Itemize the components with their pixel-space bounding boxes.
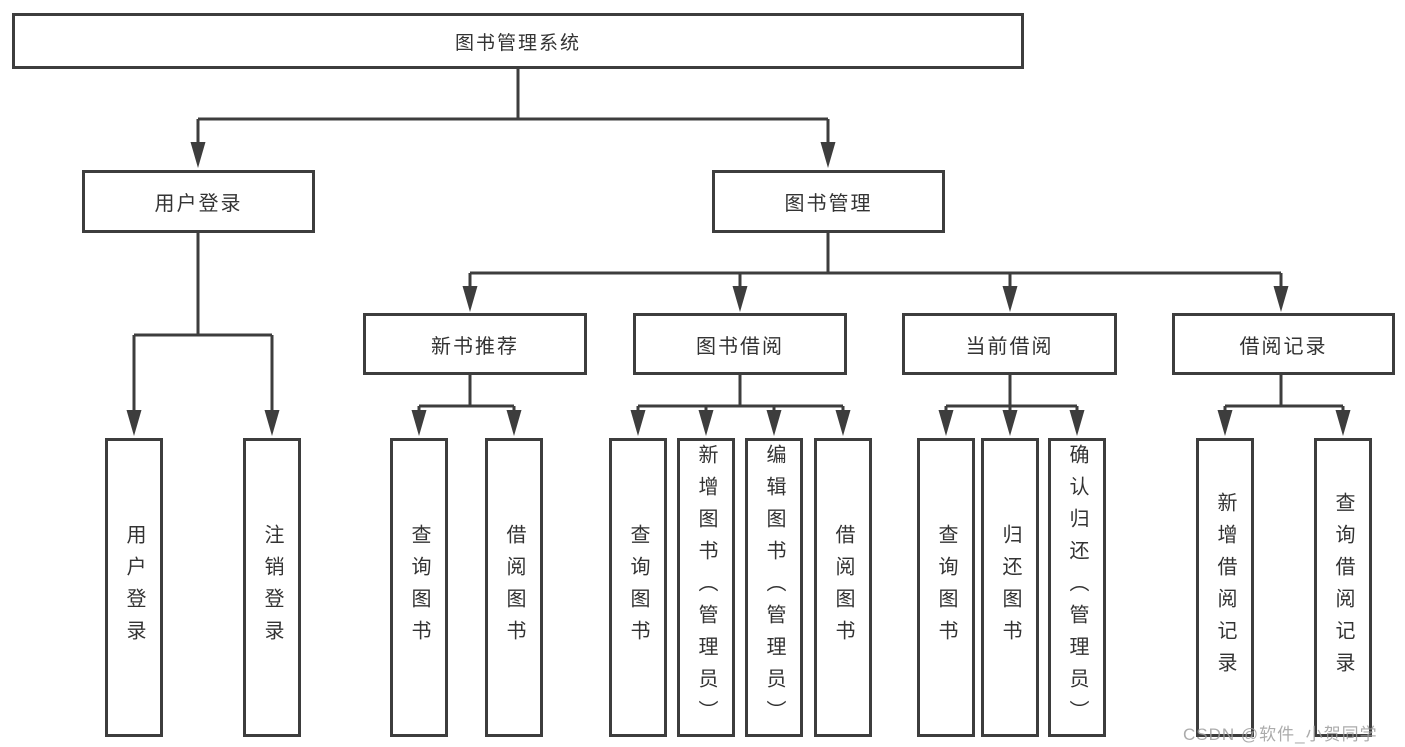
node-label: 查询图书: [627, 523, 649, 652]
node-current-borrowing: 当前借阅: [902, 313, 1117, 375]
arrow-down-icon: [1069, 410, 1085, 436]
leaf-query-borrow-record: 查询借阅记录: [1314, 438, 1372, 737]
node-label: 查询图书: [935, 523, 957, 652]
leaf-add-book-admin: 新增图书（管理员）: [677, 438, 735, 737]
node-book-management: 图书管理: [712, 170, 945, 233]
arrow-down-icon: [1335, 410, 1351, 436]
node-label: 用户登录: [123, 523, 145, 652]
arrow-down-icon: [1217, 410, 1233, 436]
leaf-return-book: 归还图书: [981, 438, 1039, 737]
arrow-down-icon: [766, 410, 782, 436]
node-label: 归还图书: [999, 523, 1021, 652]
node-label: 新书推荐: [431, 335, 519, 358]
leaf-edit-book-admin: 编辑图书（管理员）: [745, 438, 803, 737]
leaf-add-borrow-record: 新增借阅记录: [1196, 438, 1254, 737]
node-label: 编辑图书（管理员）: [763, 443, 785, 732]
node-label: 图书管理: [784, 193, 873, 215]
node-label: 借阅图书: [832, 523, 854, 652]
node-label: 借阅记录: [1239, 335, 1328, 358]
arrow-down-icon: [462, 286, 478, 312]
arrow-down-icon: [820, 142, 836, 168]
node-book-borrowing: 图书借阅: [633, 313, 847, 375]
node-label: 图书管理系统: [454, 32, 581, 54]
node-label: 图书借阅: [696, 335, 784, 358]
csdn-watermark: CSDN @软件_小贺同学: [1183, 725, 1378, 744]
arrow-down-icon: [630, 410, 646, 436]
node-label: 当前借阅: [965, 335, 1054, 358]
node-label: 新增借阅记录: [1214, 491, 1236, 684]
node-label: 用户登录: [154, 193, 243, 215]
leaf-query-books-borrowing: 查询图书: [609, 438, 667, 737]
arrow-down-icon: [1273, 286, 1289, 312]
arrow-down-icon: [1002, 286, 1018, 312]
arrow-down-icon: [126, 410, 142, 436]
arrow-down-icon: [506, 410, 522, 436]
node-user-login-group: 用户登录: [82, 170, 315, 233]
node-root: 图书管理系统: [12, 13, 1024, 69]
node-label: 查询借阅记录: [1332, 491, 1354, 684]
leaf-user-login: 用户登录: [105, 438, 163, 737]
node-new-book-recommendation: 新书推荐: [363, 313, 587, 375]
node-label: 查询图书: [408, 523, 430, 652]
leaf-confirm-return-admin: 确认归还（管理员）: [1048, 438, 1106, 737]
leaf-query-books-current: 查询图书: [917, 438, 975, 737]
node-label: 借阅图书: [503, 523, 525, 652]
node-label: 确认归还（管理员）: [1066, 443, 1088, 732]
node-label: 注销登录: [261, 523, 283, 652]
arrow-down-icon: [732, 286, 748, 312]
leaf-logout: 注销登录: [243, 438, 301, 737]
leaf-query-books-recommend: 查询图书: [390, 438, 448, 737]
arrow-down-icon: [264, 410, 280, 436]
arrow-down-icon: [1002, 410, 1018, 436]
node-label: 新增图书（管理员）: [695, 443, 717, 732]
leaf-borrow-books-recommend: 借阅图书: [485, 438, 543, 737]
leaf-borrow-books-borrowing: 借阅图书: [814, 438, 872, 737]
arrow-down-icon: [835, 410, 851, 436]
arrow-down-icon: [698, 410, 714, 436]
arrow-down-icon: [411, 410, 427, 436]
arrow-down-icon: [938, 410, 954, 436]
node-borrowing-records: 借阅记录: [1172, 313, 1395, 375]
arrow-down-icon: [190, 142, 206, 168]
